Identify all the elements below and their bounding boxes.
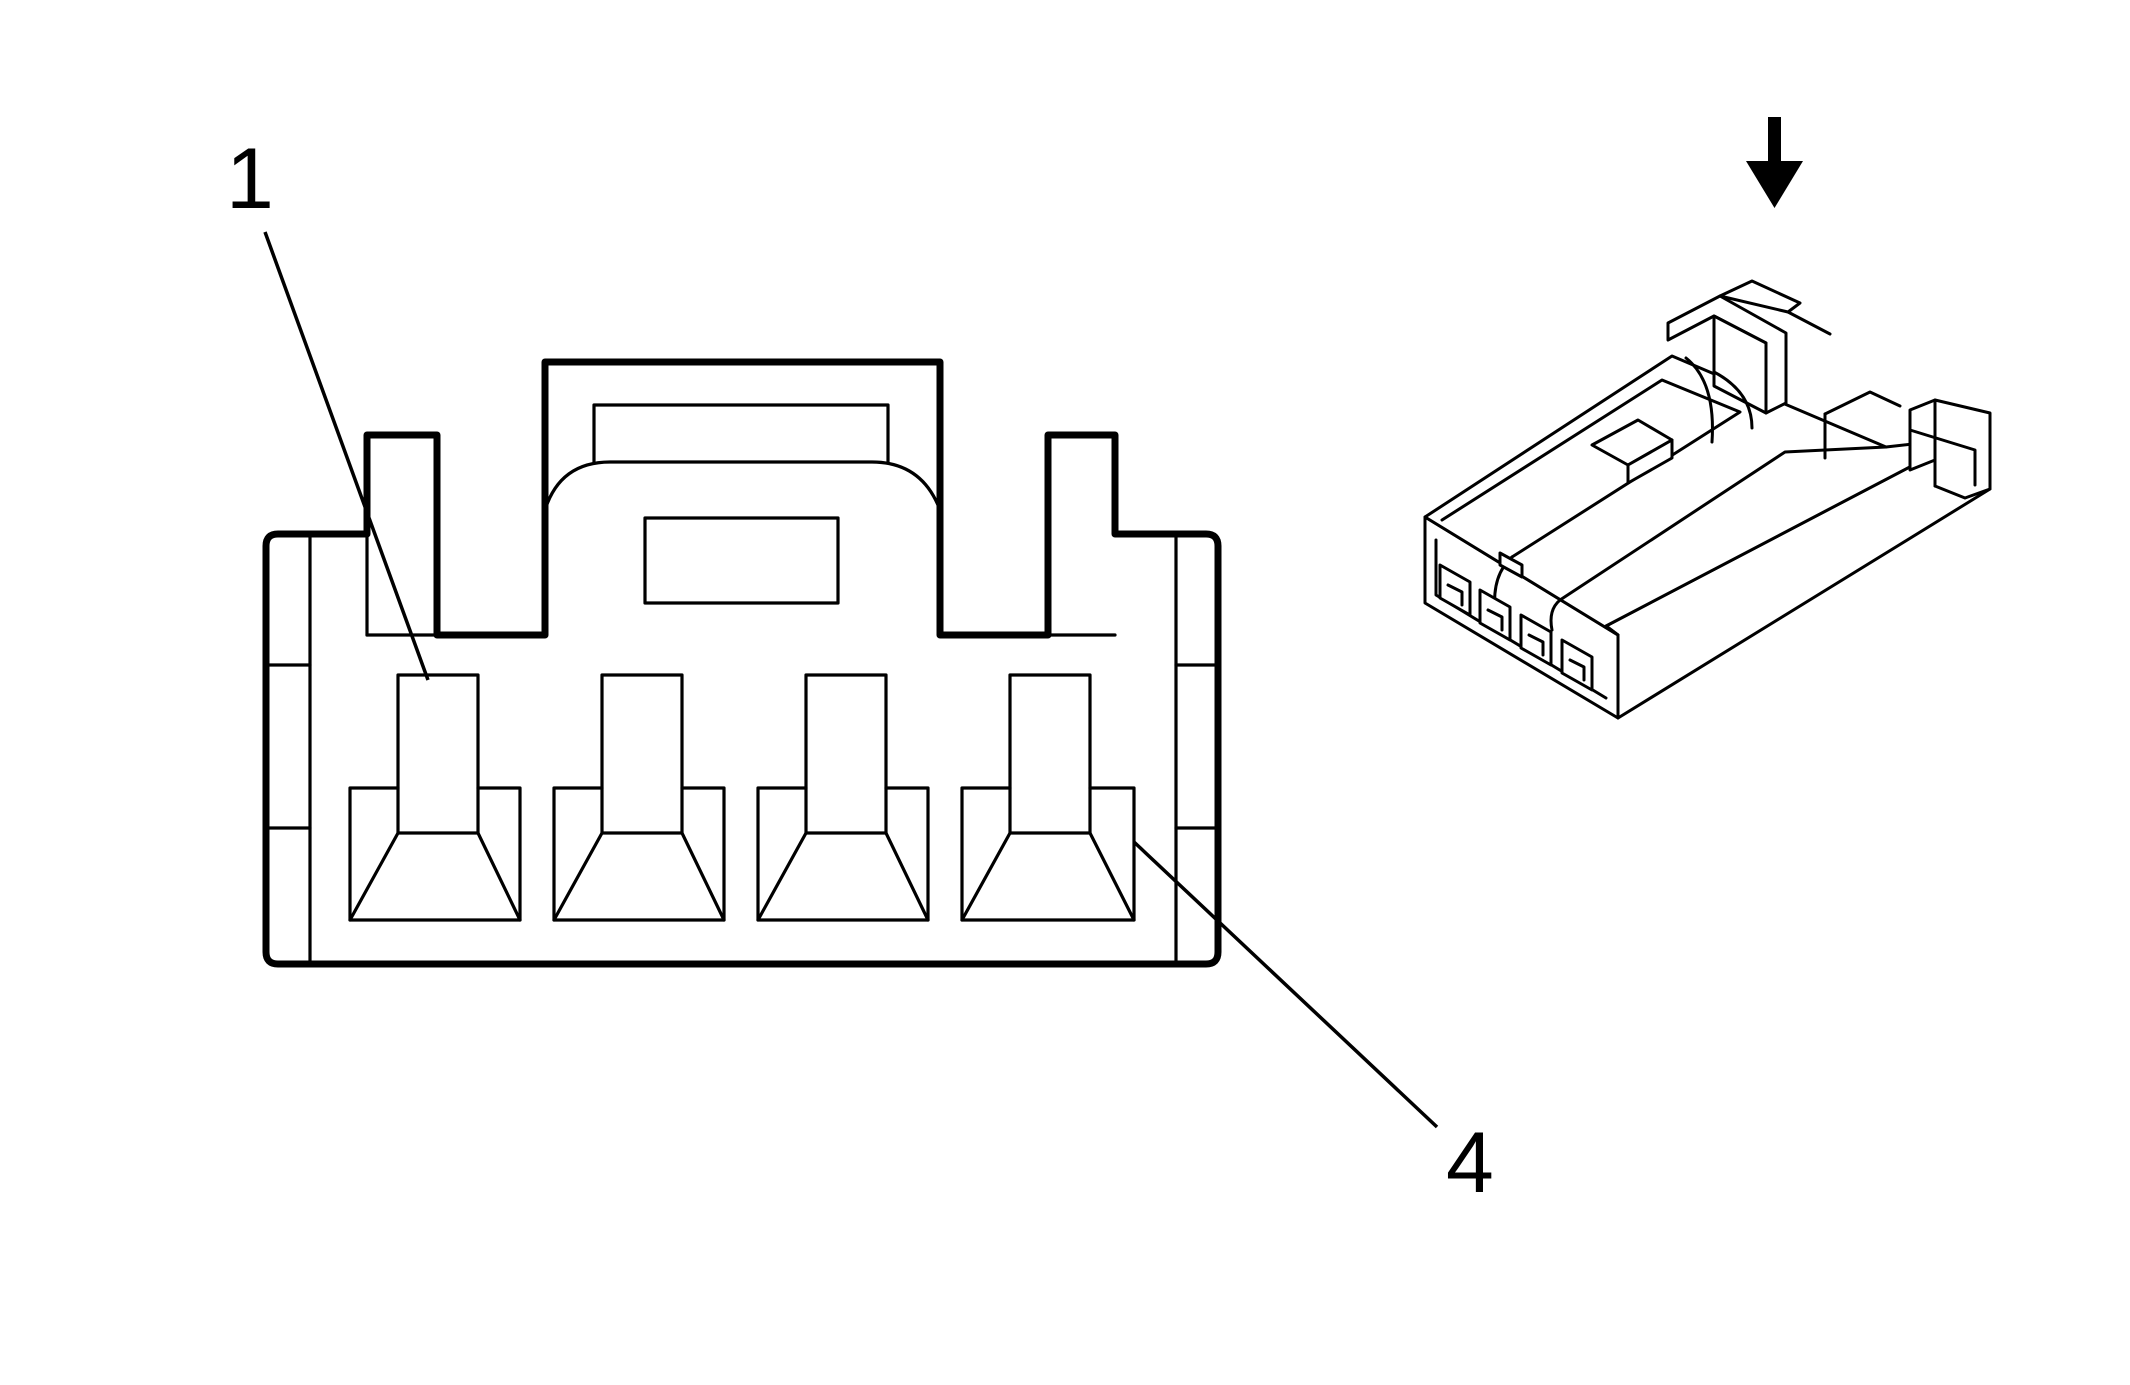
iso-right-hook xyxy=(1908,398,1992,500)
pin-label-first: 1 xyxy=(226,131,274,227)
connector-isometric-view xyxy=(1423,117,1992,720)
top-latch xyxy=(365,403,1117,637)
leader-line-pin-4 xyxy=(1132,840,1439,1129)
iso-terminal-openings xyxy=(1438,563,1594,692)
housing-outline xyxy=(262,358,1222,968)
pin-label-last: 4 xyxy=(1446,1115,1494,1211)
leader-line-pin-1 xyxy=(263,231,430,681)
view-direction-arrow-icon xyxy=(1746,117,1803,208)
terminal-cavity xyxy=(756,673,930,922)
terminal-cavity xyxy=(552,673,726,922)
terminal-cavities xyxy=(348,673,1136,922)
connector-face-view: 1 4 xyxy=(226,131,1494,1211)
terminal-cavity xyxy=(960,673,1136,922)
side-rails xyxy=(264,532,1220,966)
terminal-cavity xyxy=(348,673,522,922)
